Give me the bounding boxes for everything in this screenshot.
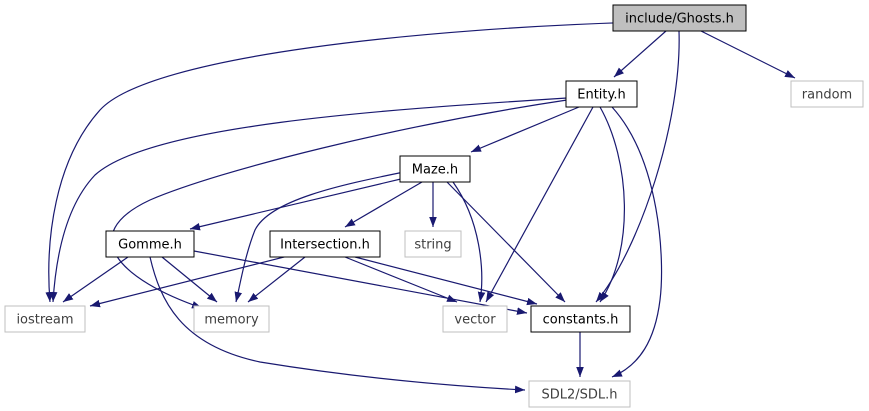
node-random: random <box>790 80 864 108</box>
edge-ghosts-to-constants <box>595 30 680 303</box>
node-ghosts-box <box>612 4 747 32</box>
node-iostream-label: iostream <box>16 313 73 328</box>
node-string-label: string <box>414 238 451 253</box>
node-intersection[interactable]: Intersection.h <box>269 230 381 258</box>
edge-entity-to-constants <box>599 106 625 303</box>
edge-maze-to-gomme <box>189 177 406 231</box>
node-constants-label: constants.h <box>543 313 619 328</box>
edge-ghosts-to-entity <box>613 30 667 78</box>
edge-entity-to-memory <box>111 99 568 309</box>
edge-intersection-to-iostream <box>89 252 301 308</box>
node-maze-label: Maze.h <box>412 163 458 178</box>
node-sdl: SDL2/SDL.h <box>528 380 631 408</box>
node-memory-box <box>193 305 270 333</box>
edge-gomme-to-memory <box>161 256 218 303</box>
edge-gomme-to-iostream <box>62 256 129 303</box>
node-entity-box <box>565 80 638 108</box>
edge-gomme-to-sdl <box>149 256 526 394</box>
edge-entity-to-iostream <box>49 97 568 303</box>
node-string: string <box>404 230 462 258</box>
node-maze-box <box>399 155 471 183</box>
node-ghosts[interactable]: include/Ghosts.h <box>612 4 747 32</box>
edge-intersection-to-memory <box>247 256 306 303</box>
edge-layer <box>45 21 796 394</box>
edge-ghosts-to-iostream <box>45 21 644 303</box>
edge-intersection-to-constants <box>354 256 538 306</box>
node-string-box <box>404 230 462 258</box>
edge-entity-to-sdl <box>611 106 663 378</box>
node-gomme-box <box>105 230 195 258</box>
node-ghosts-label: include/Ghosts.h <box>625 12 734 27</box>
node-random-label: random <box>802 88 852 103</box>
edge-entity-to-maze <box>470 106 580 153</box>
node-random-box <box>790 80 864 108</box>
node-gomme-label: Gomme.h <box>118 238 182 253</box>
node-entity-label: Entity.h <box>577 88 625 103</box>
node-iostream: iostream <box>4 305 86 333</box>
node-iostream-box <box>4 305 86 333</box>
node-maze[interactable]: Maze.h <box>399 155 471 183</box>
node-vector: vector <box>442 305 508 333</box>
node-entity[interactable]: Entity.h <box>565 80 638 108</box>
node-memory-label: memory <box>204 313 259 328</box>
node-sdl-box <box>528 380 631 408</box>
node-vector-label: vector <box>454 313 496 328</box>
node-intersection-label: Intersection.h <box>280 238 370 253</box>
edge-entity-to-vector <box>485 106 594 303</box>
node-constants[interactable]: constants.h <box>530 305 631 333</box>
edge-maze-to-vector <box>452 181 486 303</box>
node-intersection-box <box>269 230 381 258</box>
node-memory: memory <box>193 305 270 333</box>
node-sdl-label: SDL2/SDL.h <box>541 388 617 403</box>
edge-gomme-to-constants <box>193 250 528 315</box>
node-vector-box <box>442 305 508 333</box>
node-gomme[interactable]: Gomme.h <box>105 230 195 258</box>
edge-maze-to-constants <box>446 181 566 303</box>
edge-maze-to-memory <box>234 171 405 303</box>
edge-maze-to-intersection <box>344 181 423 228</box>
node-constants-box <box>530 305 631 333</box>
edge-ghosts-to-random <box>700 30 796 79</box>
edge-intersection-to-vector <box>344 256 458 303</box>
